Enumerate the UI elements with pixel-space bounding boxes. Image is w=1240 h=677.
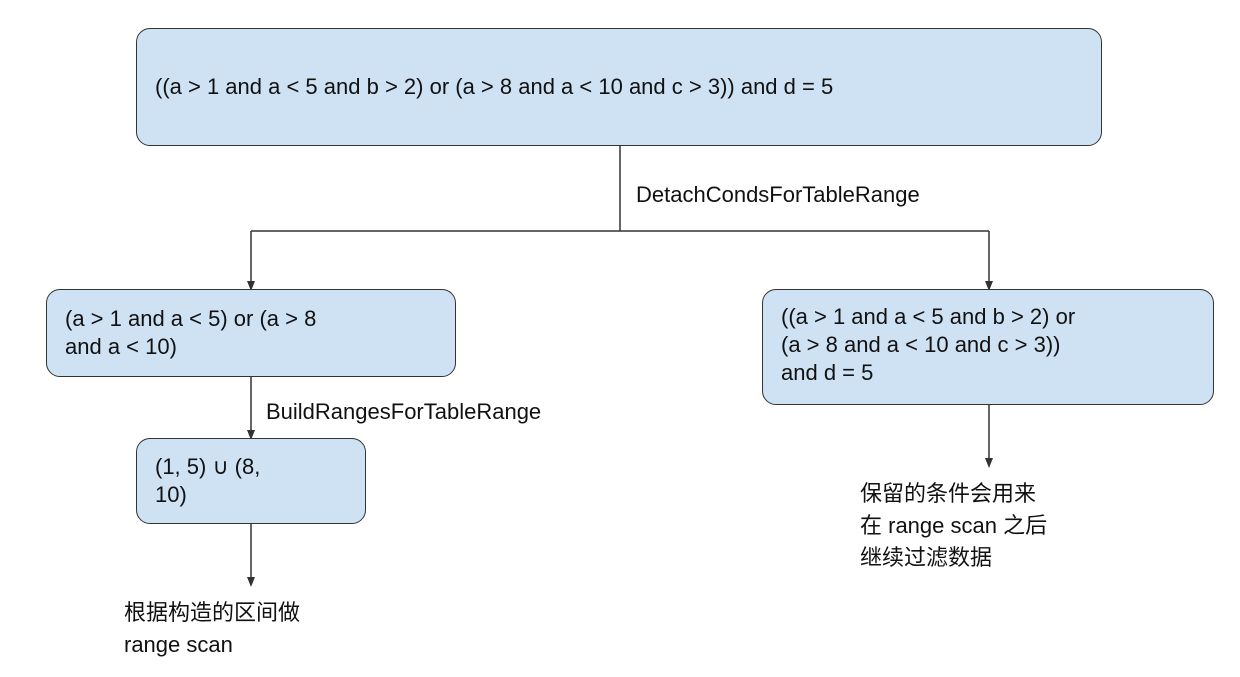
build-ranges-label: BuildRangesForTableRange xyxy=(266,399,542,424)
ranges-node: (1, 5) ∪ (8, 10) xyxy=(136,438,366,524)
root-condition-node: ((a > 1 and a < 5 and b > 2) or (a > 8 a… xyxy=(136,28,1102,146)
detach-conds-label: DetachCondsForTableRange xyxy=(636,182,920,207)
ranges-text: (1, 5) ∪ (8, 10) xyxy=(155,454,261,507)
range-conditions-text: (a > 1 and a < 5) or (a > 8 and a < 10) xyxy=(65,306,317,359)
root-condition-text: ((a > 1 and a < 5 and b > 2) or (a > 8 a… xyxy=(155,74,834,99)
remaining-conditions-node: ((a > 1 and a < 5 and b > 2) or (a > 8 a… xyxy=(762,289,1214,405)
range-scan-note: 根据构造的区间做 range scan xyxy=(124,600,301,657)
filter-note: 保留的条件会用来 在 range scan 之后 继续过滤数据 xyxy=(860,481,1048,570)
range-conditions-node: (a > 1 and a < 5) or (a > 8 and a < 10) xyxy=(46,289,456,377)
remaining-conditions-text: ((a > 1 and a < 5 and b > 2) or (a > 8 a… xyxy=(781,304,1076,385)
